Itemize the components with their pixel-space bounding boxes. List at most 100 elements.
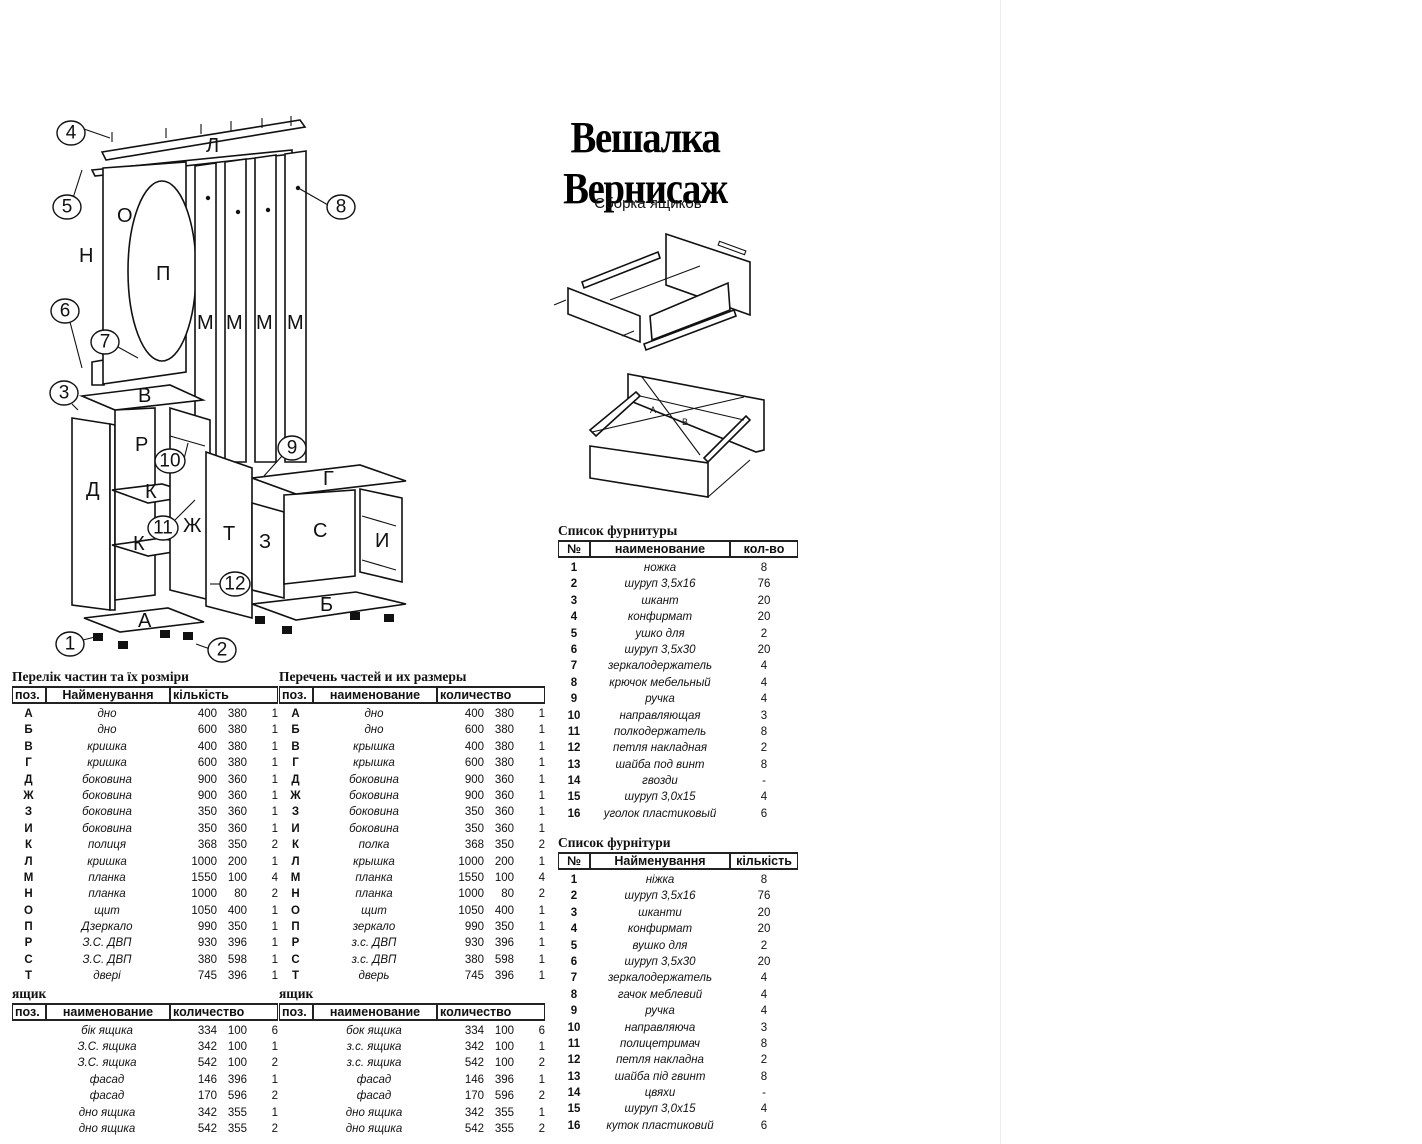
callout-10: 10 (159, 451, 180, 472)
cell-pos: И (24, 822, 33, 835)
cell-name: шкант (641, 594, 679, 607)
cell-pos: Д (291, 773, 300, 786)
part-label-A: А (138, 610, 152, 632)
cell-count: 1 (538, 740, 545, 753)
cell-name: щит (361, 904, 387, 917)
cell-name: шуруп 3,5x30 (624, 955, 696, 968)
cell-no: 10 (567, 1021, 581, 1034)
cell-pos: О (24, 904, 33, 917)
cell-name: полиця (87, 839, 127, 852)
part-label-I: И (375, 530, 389, 552)
cell-pos: Б (24, 724, 33, 737)
cell-dim-a: 542 (464, 1057, 484, 1070)
cell-pos: Ж (290, 789, 301, 802)
cell-qty: 76 (757, 890, 771, 903)
part-label-V: В (138, 385, 151, 407)
cell-no: 8 (570, 988, 578, 1001)
part-N-rail-bottom (91, 359, 105, 386)
cell-pos: Т (291, 970, 300, 983)
callout-9: 9 (287, 438, 298, 459)
cell-name: ніжка (645, 874, 675, 886)
cell-count: 2 (271, 888, 278, 901)
cell-name: планка (355, 871, 393, 884)
cell-count: 1 (271, 937, 278, 950)
cell-name: полкодержатель (613, 725, 707, 738)
cell-dim-a: 900 (197, 789, 217, 802)
cell-name: шуруп 3,5x16 (624, 578, 696, 591)
cell-dim-a: 334 (464, 1024, 484, 1037)
cell-count: 1 (538, 822, 545, 835)
cell-pos: М (23, 871, 34, 884)
cell-count: 1 (538, 855, 545, 868)
cell-name: фасад (356, 1073, 392, 1086)
cell-count: 2 (538, 839, 545, 852)
cell-qty: 20 (757, 594, 771, 607)
drawer-table-ru-header: поз. наименование количество (279, 1002, 545, 1021)
cell-dim-a: 990 (197, 921, 217, 934)
cell-dim-a: 146 (197, 1073, 217, 1086)
cell-name: вушко для (632, 939, 688, 952)
cell-count: 1 (538, 1041, 545, 1054)
hardware-table-ru-caption: Список фурнитуры (558, 523, 678, 538)
part-L-top-shelf (100, 116, 307, 161)
cell-count: 2 (271, 839, 278, 852)
assembly-drawing: Л О Н П М М М М В Р Д К К Ж Т З С И Г Б … (49, 116, 765, 663)
cell-qty: 4 (760, 1103, 768, 1116)
cell-no: 5 (570, 939, 578, 952)
cell-dim-a: 600 (464, 724, 484, 737)
drawer-assembly-caption: Сборка ящиков (594, 195, 702, 212)
cell-name: фасад (89, 1073, 125, 1086)
cell-dim-a: 900 (197, 773, 217, 786)
cell-name: З.С. ящика (77, 1057, 137, 1070)
cell-no: 12 (567, 1054, 581, 1067)
parts-table-ua-header: поз. Найменування кількість (12, 686, 278, 704)
cell-dim-a: 600 (197, 724, 217, 737)
cell-name: планка (355, 888, 393, 901)
cell-name: дверь (358, 970, 390, 983)
cell-dim-a: 1000 (458, 888, 484, 901)
cell-count: 1 (538, 970, 545, 983)
hardware-table-ru: Список фурнитуры № наименование кол-во 1… (558, 522, 798, 822)
cell-name: шайба під гвинт (614, 1070, 706, 1083)
cell-dim-b: 80 (234, 888, 247, 901)
cell-dim-b: 80 (501, 888, 514, 901)
part-label-R: Р (135, 434, 148, 456)
cell-pos (12, 1023, 45, 1039)
cell-dim-a: 900 (464, 789, 484, 802)
cell-dim-b: 355 (494, 1122, 514, 1135)
drawer-table-ru-caption: ящик (279, 985, 314, 1001)
cell-name: шуруп 3,0x15 (624, 1103, 696, 1116)
cell-name: боковина (82, 789, 132, 802)
cell-pos: С (24, 953, 33, 966)
cell-count: 1 (271, 789, 278, 802)
callout-5: 5 (62, 197, 73, 218)
cell-name: боковина (82, 822, 132, 835)
cell-dim-a: 380 (197, 953, 217, 966)
part-label-S: С (313, 520, 327, 542)
callout-6: 6 (60, 301, 71, 322)
cell-name: гачок меблевий (617, 988, 703, 1001)
cell-name: ручка (645, 693, 675, 706)
cell-count: 1 (271, 1041, 278, 1054)
cell-dim-b: 355 (494, 1106, 514, 1119)
cell-no: 8 (570, 676, 578, 689)
cell-pos: Р (291, 937, 300, 950)
cell-count: 1 (538, 1073, 545, 1086)
cell-qty: 3 (760, 1021, 768, 1034)
